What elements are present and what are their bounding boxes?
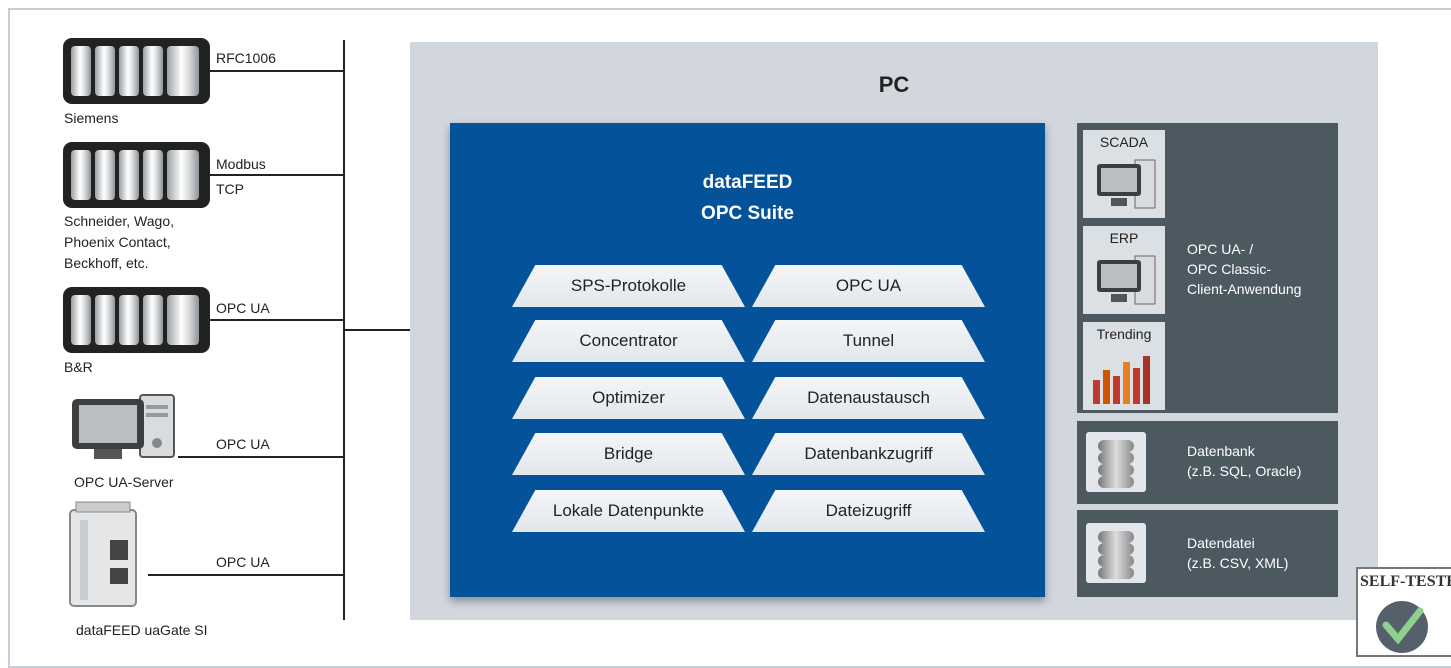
database-icon	[1086, 432, 1146, 492]
module-opc-ua: OPC UA	[752, 265, 985, 307]
self-tested-text: SELF-TESTE	[1360, 573, 1451, 590]
rfc1006-label: RFC1006	[216, 50, 276, 66]
scada-tile: SCADA	[1083, 130, 1165, 218]
uagate-label: dataFEED uaGate SI	[76, 622, 208, 638]
datafile-icon	[1086, 523, 1146, 583]
br-plc-icon	[63, 287, 210, 353]
opc-ua-server-computer-icon	[72, 394, 175, 459]
trending-tile: Trending	[1083, 322, 1165, 410]
scada-label: SCADA	[1099, 134, 1149, 150]
suite-title: dataFEED OPC Suite	[701, 172, 794, 224]
datafile-label: Datendatei (z.B. CSV, XML)	[1187, 535, 1289, 571]
module-datenbankzugriff: Datenbankzugriff	[752, 433, 985, 475]
pc-title: PC	[878, 72, 910, 97]
client-applications-label: OPC UA- / OPC Classic- Client-Anwendung	[1187, 241, 1302, 297]
module-sps-protokolle: SPS-Protokolle	[512, 265, 745, 307]
checkmark-seal-icon	[1376, 601, 1428, 653]
uagate-connector	[148, 574, 345, 576]
uagate-protocol-label: OPC UA	[216, 554, 270, 570]
module-optimizer: Optimizer	[512, 377, 745, 419]
bus-to-pc-connector	[343, 329, 413, 331]
module-concentrator: Concentrator	[512, 320, 745, 362]
erp-computer-icon	[1097, 255, 1156, 305]
br-protocol-label: OPC UA	[216, 300, 270, 316]
siemens-label: Siemens	[64, 110, 119, 126]
module-lokale-datenpunkte: Lokale Datenpunkte	[512, 490, 745, 532]
erp-label: ERP	[1109, 230, 1139, 246]
self-tested-badge: SELF-TESTE	[1356, 567, 1451, 657]
br-connector	[210, 319, 345, 321]
server-connector	[178, 456, 345, 458]
siemens-plc-icon	[63, 38, 210, 104]
modbus-connector	[210, 174, 345, 176]
trending-label: Trending	[1096, 326, 1152, 342]
rfc1006-connector	[210, 70, 345, 72]
uagate-device-icon	[69, 501, 137, 607]
trending-bar-chart-icon	[1093, 356, 1150, 404]
module-dateizugriff: Dateizugriff	[752, 490, 985, 532]
module-datenaustausch: Datenaustausch	[752, 377, 985, 419]
module-bridge: Bridge	[512, 433, 745, 475]
scada-computer-icon	[1097, 159, 1156, 209]
server-protocol-label: OPC UA	[216, 436, 270, 452]
vendor-list-label: Schneider, Wago, Phoenix Contact, Beckho…	[64, 213, 174, 271]
module-tunnel: Tunnel	[752, 320, 985, 362]
modbus-plc-icon	[63, 142, 210, 208]
opc-ua-server-label: OPC UA-Server	[74, 474, 174, 490]
database-label: Datenbank (z.B. SQL, Oracle)	[1187, 443, 1302, 479]
br-label: B&R	[64, 359, 93, 375]
erp-tile: ERP	[1083, 226, 1165, 314]
modbus-tcp-label: Modbus TCP	[216, 156, 266, 197]
